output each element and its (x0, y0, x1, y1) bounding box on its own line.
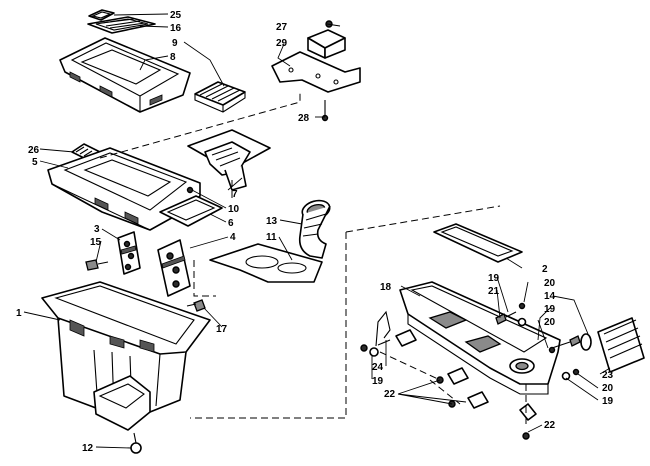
callout-7: 7 (232, 189, 238, 200)
part-15-bolt (85, 259, 109, 271)
callout-21: 21 (488, 286, 500, 297)
callout-5: 5 (32, 157, 38, 168)
callout-11: 11 (266, 232, 277, 243)
callout-20-upper: 20 (544, 278, 556, 289)
callout-15: 15 (90, 237, 102, 248)
part-16-filter-grille (87, 16, 156, 34)
callout-2: 2 (542, 264, 548, 275)
part-14-seal-ring (580, 333, 592, 351)
part-3-isolator-mount (117, 231, 141, 275)
callout-25: 25 (170, 10, 182, 21)
part-23-filter-element (597, 317, 645, 373)
callout-10: 10 (228, 204, 240, 215)
part-17-bolt (186, 299, 206, 312)
callout-13: 13 (266, 216, 278, 227)
part-11-gasket-plate (209, 243, 323, 283)
callout-1: 1 (16, 308, 22, 319)
part-7-air-duct (187, 129, 271, 191)
part-25-cover-plate (88, 9, 115, 21)
callout-6: 6 (228, 218, 234, 229)
callout-20-lower: 20 (602, 383, 614, 394)
part-10-screw (186, 186, 194, 194)
callout-19-middle: 19 (544, 304, 556, 315)
callout-19-lower: 19 (372, 376, 384, 387)
callout-3: 3 (94, 224, 100, 235)
callout-29: 29 (276, 38, 288, 49)
callout-19-bottom: 19 (602, 396, 614, 407)
callout-24: 24 (372, 362, 384, 373)
callout-23: 23 (602, 370, 614, 381)
callouts: 25 16 9 8 27 29 28 26 5 7 10 6 13 3 15 4… (16, 10, 614, 454)
part-9-filter-element (194, 81, 246, 113)
part-1-air-box (41, 281, 211, 431)
callout-26: 26 (28, 145, 40, 156)
part-21-bolts (495, 311, 581, 349)
part-18-air-intake-duct (399, 281, 561, 395)
callout-17: 17 (216, 324, 228, 335)
callout-4: 4 (230, 232, 236, 243)
part-6-mounting-plate (159, 195, 223, 227)
callout-14: 14 (544, 291, 556, 302)
part-24-clip-rod (375, 310, 391, 347)
part-2-intake-grille (433, 223, 523, 263)
part-19-washers (369, 317, 571, 381)
part-8-filter-box (59, 37, 191, 113)
part-27-module (307, 20, 346, 59)
leader-lines (23, 13, 611, 449)
part-22-grommets (395, 329, 537, 421)
callout-8: 8 (170, 52, 176, 63)
callout-18: 18 (380, 282, 392, 293)
callout-27: 27 (276, 22, 288, 33)
callout-19-upper: 19 (488, 273, 500, 284)
assembly-lines (99, 90, 527, 428)
part-4-isolator-mount (157, 239, 191, 297)
callout-22-right: 22 (544, 420, 556, 431)
callout-9: 9 (172, 38, 178, 49)
callout-28: 28 (298, 113, 310, 124)
part-5-filter-housing (47, 147, 201, 231)
callout-16: 16 (170, 23, 182, 34)
callout-20-middle: 20 (544, 317, 556, 328)
callout-12: 12 (82, 443, 94, 454)
callout-22-left: 22 (384, 389, 396, 400)
part-29-mounting-bracket (271, 51, 361, 93)
part-12-drain-plug (130, 432, 142, 454)
part-13-intake-elbow (298, 199, 331, 259)
